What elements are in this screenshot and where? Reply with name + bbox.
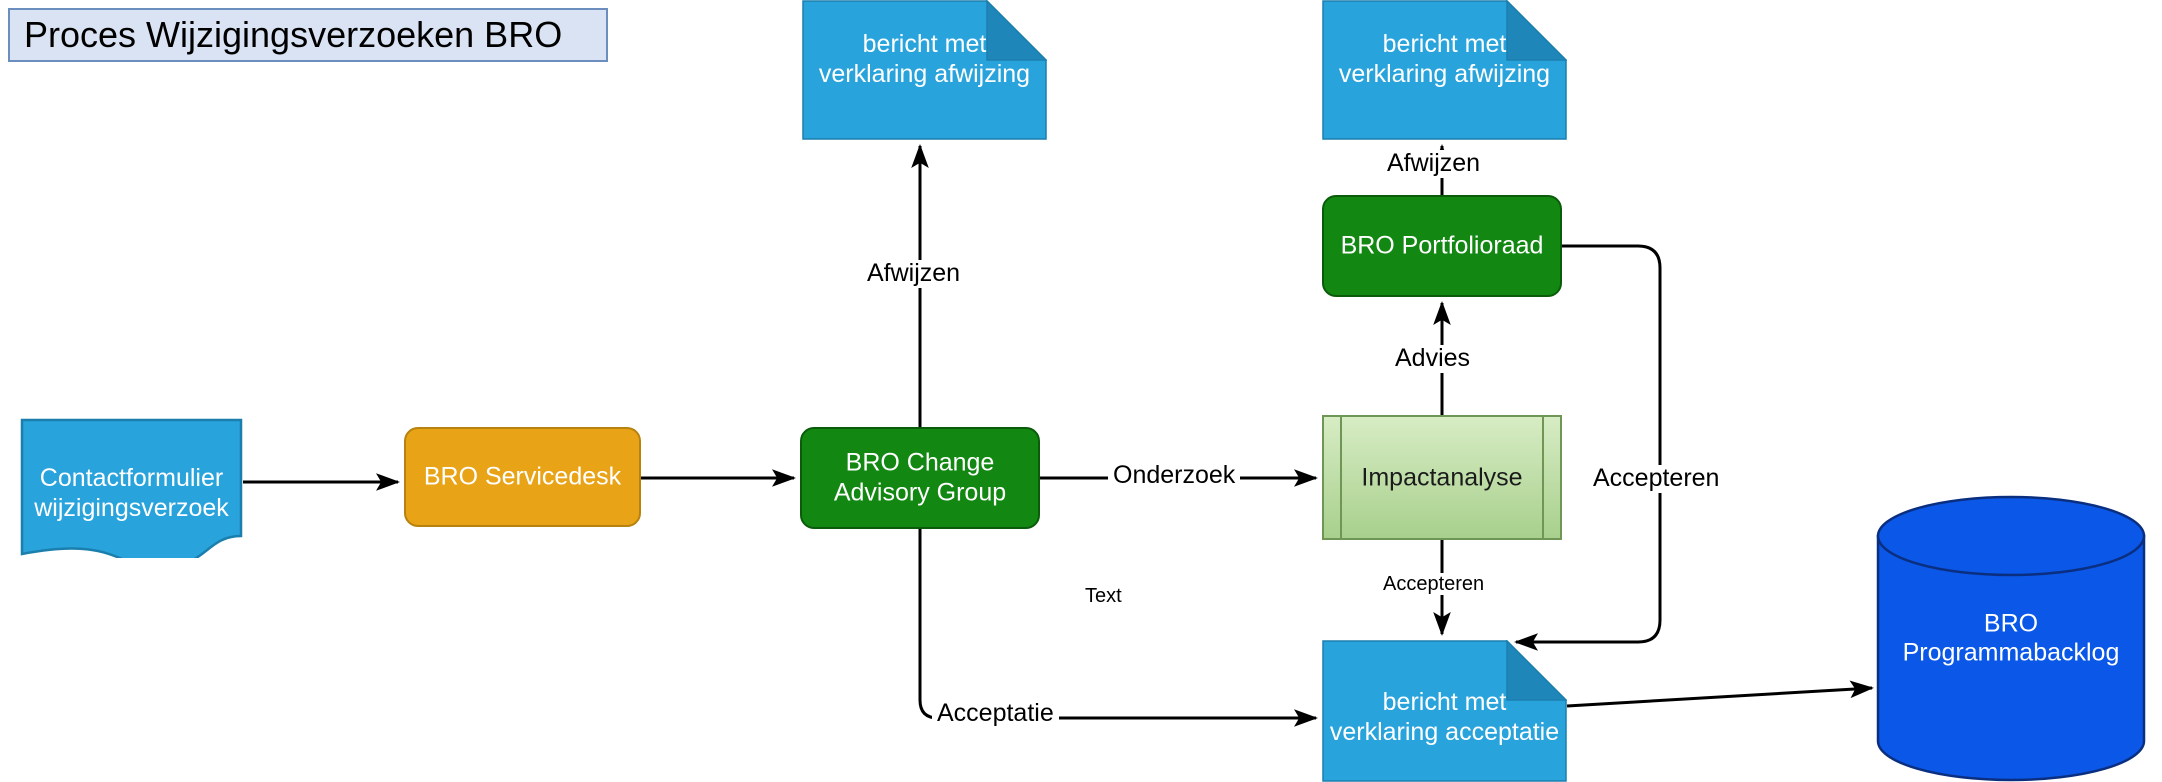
edge-label-accepteren-down: Accepteren [1378, 573, 1490, 595]
node-bro-servicedesk-label: BRO Servicedesk [423, 462, 622, 491]
page-title: Proces Wijzigingsverzoeken BRO [8, 8, 608, 62]
node-note-acceptatie[interactable]: bericht met verklaring acceptatie [1322, 639, 1568, 782]
predefined-process-bar-right [1542, 417, 1544, 538]
edge-note-acceptatie-programmabacklog [1566, 680, 1874, 708]
edge-label-acceptatie: Acceptatie [932, 699, 1059, 728]
note-shape [802, 0, 1048, 140]
edge-label-afwijzen-2: Afwijzen [1382, 149, 1486, 178]
edge-label-text: Text [1080, 585, 1127, 607]
node-note-afwijzing-2[interactable]: bericht met verklaring afwijzing [1322, 0, 1568, 140]
node-impactanalyse[interactable]: Impactanalyse [1322, 415, 1562, 540]
predefined-process-bar-left [1340, 417, 1342, 538]
edge-label-afwijzen-1: Afwijzen [862, 259, 966, 288]
edge-label-accepteren-right: Accepteren [1588, 464, 1725, 493]
edge-label-onderzoek: Onderzoek [1108, 461, 1241, 490]
document-shape [20, 418, 243, 570]
edge-portfolioraad-note-acceptatie [1514, 244, 1662, 651]
node-bro-servicedesk[interactable]: BRO Servicedesk [404, 427, 641, 527]
node-bro-programmabacklog[interactable]: BRO Programmabacklog [1876, 495, 2146, 782]
note-shape [1322, 639, 1568, 782]
node-bro-change-advisory-group-label: BRO Change Advisory Group [833, 448, 1007, 507]
node-bro-portfolioraad-label: BRO Portfolioraad [1340, 231, 1544, 260]
node-note-afwijzing-1[interactable]: bericht met verklaring afwijzing [802, 0, 1048, 140]
note-shape [1322, 0, 1568, 140]
node-bro-portfolioraad[interactable]: BRO Portfolioraad [1322, 195, 1562, 297]
node-contactformulier[interactable]: Contactformulier wijzigingsverzoek [20, 418, 243, 570]
node-bro-change-advisory-group[interactable]: BRO Change Advisory Group [800, 427, 1040, 529]
node-impactanalyse-label: Impactanalyse [1361, 462, 1523, 491]
cylinder-shape [1876, 495, 2146, 782]
edge-cab-note-acceptatie [918, 529, 1318, 727]
page-title-label: Proces Wijzigingsverzoeken BRO [24, 13, 563, 55]
edge-label-advies: Advies [1390, 344, 1476, 373]
